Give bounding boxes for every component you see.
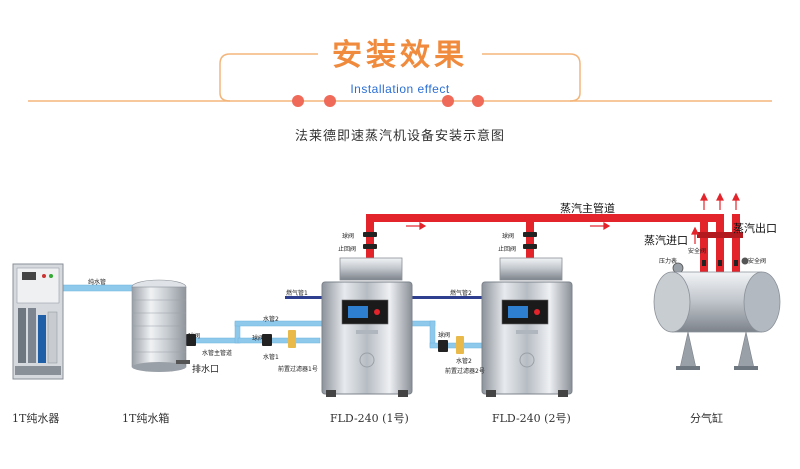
label-safety-valve-1: 安全阀 [688, 248, 707, 255]
steam-riser-unit2 [526, 214, 534, 270]
steam-inlet-riser [700, 214, 708, 274]
label-gas-pipe-2: 燃气管2 [450, 290, 472, 297]
label-water-pipe-2b: 水管2 [456, 358, 472, 365]
label-safety-valve-2: 安全阀 [748, 258, 767, 265]
label-steam-outlet: 蒸汽出口 [733, 222, 777, 235]
label-pure-water-pipe: 纯水管 [88, 279, 107, 286]
page-title: 安装效果 [332, 38, 468, 73]
label-drain: 排水口 [192, 365, 220, 375]
label-steam-inlet: 蒸汽进口 [644, 234, 688, 247]
label-water-tank: 1T纯水箱 [122, 412, 170, 425]
label-unit-2: FLD-240 (2号) [492, 412, 571, 425]
label-pressure-gauge: 压力表 [659, 258, 678, 265]
header-dot-3 [442, 95, 454, 107]
steam-distribution-header [653, 271, 781, 370]
label-check-valve-b: 止回阀 [498, 246, 517, 253]
header-dot-4 [472, 95, 484, 107]
label-water-purifier: 1T纯水器 [12, 412, 60, 425]
gas-pipe-1 [285, 296, 325, 299]
steam-outlet-riser-2 [732, 214, 740, 274]
gas-pipe-2 [410, 296, 485, 299]
label-check-valve-a: 止回阀 [338, 246, 357, 253]
main-steam-pipe [366, 214, 724, 222]
water-purifier [12, 263, 64, 380]
valves [186, 232, 749, 354]
header-bracket-right [482, 53, 581, 102]
page-title-english: Installation effect [350, 82, 450, 96]
header-dot-1 [292, 95, 304, 107]
steam-header-flange [697, 232, 743, 238]
water-pipe-2 [234, 320, 328, 327]
water-pipe-1 [237, 337, 321, 344]
gas-pipes [285, 296, 485, 299]
label-ball-valve-b: 球阀 [502, 233, 515, 240]
water-tank [131, 279, 190, 372]
label-pre-filter-1: 前置过滤器1号 [278, 366, 318, 373]
label-ball-valve-a: 球阀 [342, 233, 355, 240]
label-pre-filter-2: 前置过滤器2号 [445, 368, 485, 375]
label-steam-header: 分气缸 [690, 412, 723, 425]
label-water-pipe-2: 水管2 [263, 316, 279, 323]
label-gas-pipe-1: 燃气管1 [286, 290, 308, 297]
header-decoration [28, 53, 772, 107]
steam-riser-unit1 [366, 214, 374, 270]
flow-arrows [406, 192, 740, 244]
label-main-steam-pipe: 蒸汽主管道 [560, 202, 615, 215]
steam-generator-unit-1 [321, 257, 413, 397]
label-ball-valve-e: 球阀 [438, 332, 451, 339]
header-dot-2 [324, 95, 336, 107]
label-water-main: 水管主管道 [202, 350, 233, 357]
label-ball-valve-d: 球阀 [252, 335, 265, 342]
steam-generator-unit-2 [481, 257, 573, 397]
steam-outlet-riser [716, 214, 724, 274]
steam-pipes [366, 214, 743, 274]
label-water-pipe-1: 水管1 [263, 354, 279, 361]
diagram-subtitle: 法莱德即速蒸汽机设备安装示意图 [294, 129, 505, 144]
label-ball-valve-c: 球阀 [188, 333, 201, 340]
label-unit-1: FLD-240 (1号) [330, 412, 409, 425]
header-bracket-left [219, 53, 318, 102]
